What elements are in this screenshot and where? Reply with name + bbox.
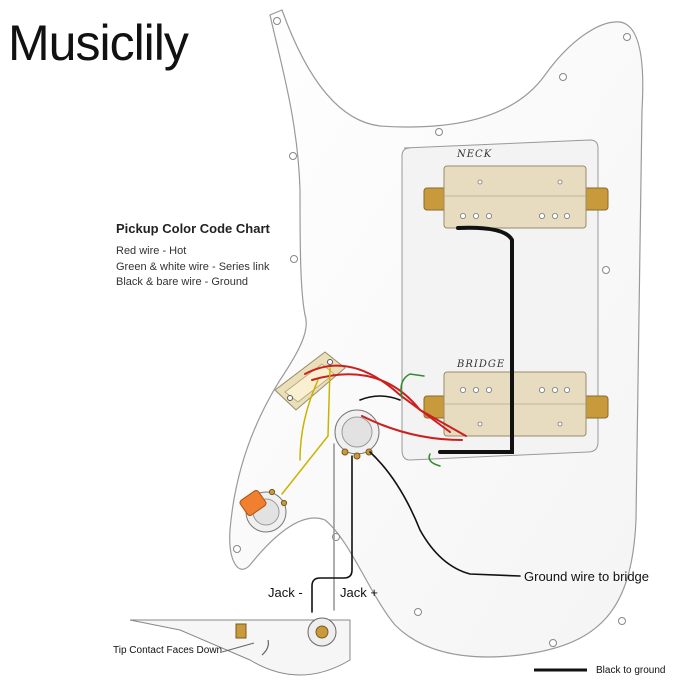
volume-pot: [334, 409, 380, 460]
neck-pickup: [423, 165, 609, 229]
tip-contact-pointer: [221, 642, 255, 653]
jack-minus-label: Jack -: [268, 585, 303, 600]
brand-logo: Musiclily: [8, 15, 189, 71]
legend-series-link: Green & white wire - Series link: [116, 261, 270, 273]
pickguard-screws: [233, 17, 631, 647]
legend-ground: Black & bare wire - Ground: [116, 276, 249, 288]
bridge-pickup: [423, 371, 609, 437]
tone-pot: [239, 488, 288, 533]
wires: [281, 225, 521, 613]
neck-label: NECK: [457, 149, 493, 160]
jack-plus-label: Jack +: [340, 585, 378, 600]
black-to-ground-label: Black to ground: [596, 665, 666, 676]
color-chart-title: Pickup Color Code Chart: [116, 221, 270, 236]
bridge-label: BRIDGE: [457, 359, 506, 370]
tip-contact-label: Tip Contact Faces Down: [113, 645, 223, 656]
ground-wire-label: Ground wire to bridge: [524, 569, 650, 584]
legend-hot: Red wire - Hot: [116, 245, 187, 257]
